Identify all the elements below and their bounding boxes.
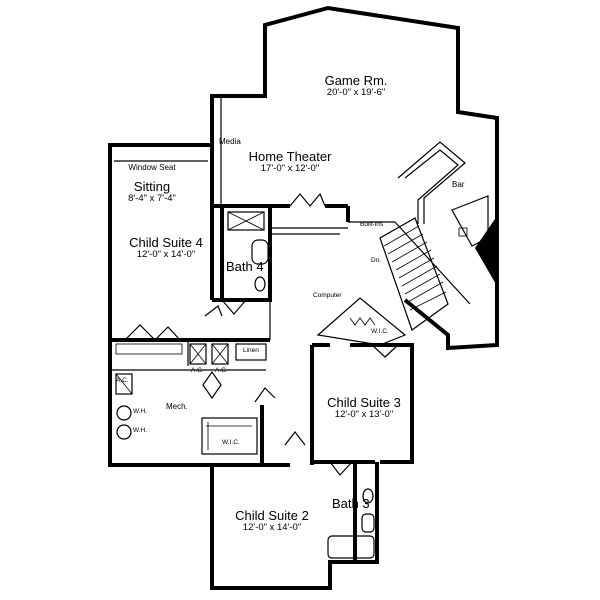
bar-label: Bar [452,180,465,189]
bath-3-walls [327,462,379,564]
computer-label: Computer [313,292,342,299]
mech-label: Mech. [166,402,188,411]
child-suite-3-walls [310,297,414,476]
child-suite-4-label: Child Suite 4 12'-0" x 14'-0" [129,236,203,260]
stair [379,217,471,331]
sitting-name: Sitting [133,179,171,194]
game-room-name: Game Rm. [324,73,388,88]
child-suite-4-name: Child Suite 4 [129,235,203,250]
dn-label: Dn. [371,257,382,264]
home-theater-label: Home Theater 17'-0" x 12'-0" [249,150,332,174]
wic-3-label: W.I.C. [371,328,389,335]
ac-label-1: A.C. [116,377,129,384]
child-suite-2-walls [210,431,355,590]
child-suite-3-dims: 12'-0" x 13'-0" [334,408,394,420]
wh-label-1: W.H. [133,408,148,415]
child-suite-2-name: Child Suite 2 [235,508,309,523]
game-room-dims: 20'-0" x 19'-6" [326,86,386,98]
media-label: Media [219,137,241,146]
sitting-dims: 8'-4" x 7'-4" [128,192,176,204]
wh-label-2: W.H. [133,427,148,434]
mech-walls [110,338,276,467]
ac-label-2: A.C. [191,367,204,374]
home-theater-dims: 17'-0" x 12'-0" [260,162,320,174]
window-seat-label: Window Seat [128,163,176,172]
child-suite-2-dims: 12'-0" x 14'-0" [242,521,302,533]
game-room-walls [210,5,499,351]
bath-4-label: Bath 4 [226,259,264,274]
sitting-label: Sitting 8'-4" x 7'-4" [128,180,176,204]
child-suite-4-dims: 12'-0" x 14'-0" [136,248,196,260]
built-ins-label: Built-ins [360,221,384,228]
home-theater-name: Home Theater [248,149,332,164]
game-room-label: Game Rm. 20'-0" x 19'-6" [325,74,388,98]
child-suite-3-label: Child Suite 3 12'-0" x 13'-0" [327,396,401,420]
linen-label: Linen [243,347,259,354]
child-suite-3-name: Child Suite 3 [327,395,401,410]
wic-2-label: W.I.C. [222,439,240,446]
bath-3-label: Bath 3 [332,496,370,511]
child-suite-2-label: Child Suite 2 12'-0" x 14'-0" [235,509,309,533]
child-suite-4-walls [108,143,232,467]
ac-label-3: A.C. [215,367,228,374]
bar-counter [397,141,497,286]
hall-doors [204,192,326,317]
